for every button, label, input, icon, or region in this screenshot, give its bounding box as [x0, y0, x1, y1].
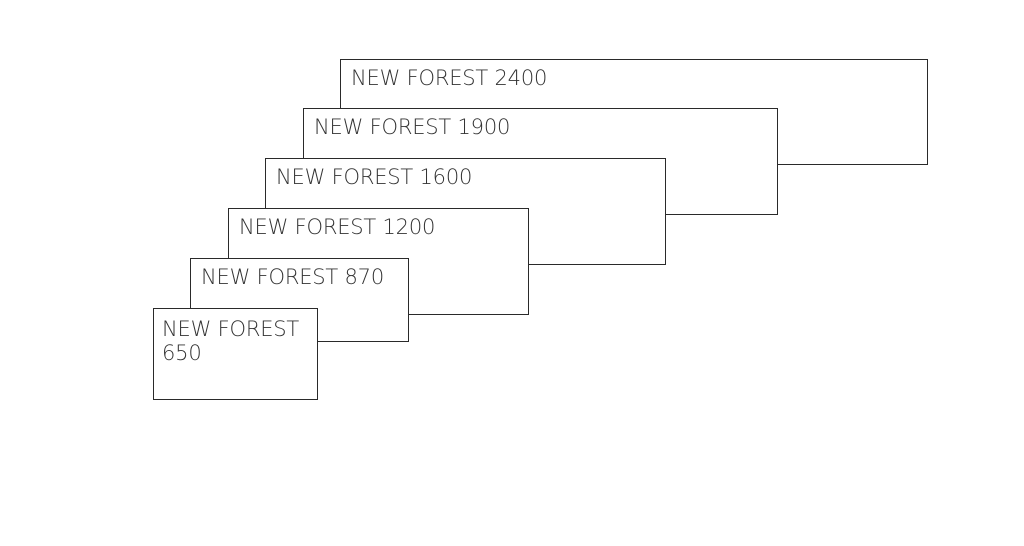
box-label-650: NEW FOREST 650	[162, 317, 300, 365]
box-label-2400: NEW FOREST 2400	[351, 66, 548, 90]
box-label-1600: NEW FOREST 1600	[276, 165, 473, 189]
box-label-870: NEW FOREST 870	[201, 265, 385, 289]
box-label-1900: NEW FOREST 1900	[314, 115, 511, 139]
box-new-forest-650: NEW FOREST 650	[153, 308, 318, 400]
box-label-1200: NEW FOREST 1200	[239, 215, 436, 239]
